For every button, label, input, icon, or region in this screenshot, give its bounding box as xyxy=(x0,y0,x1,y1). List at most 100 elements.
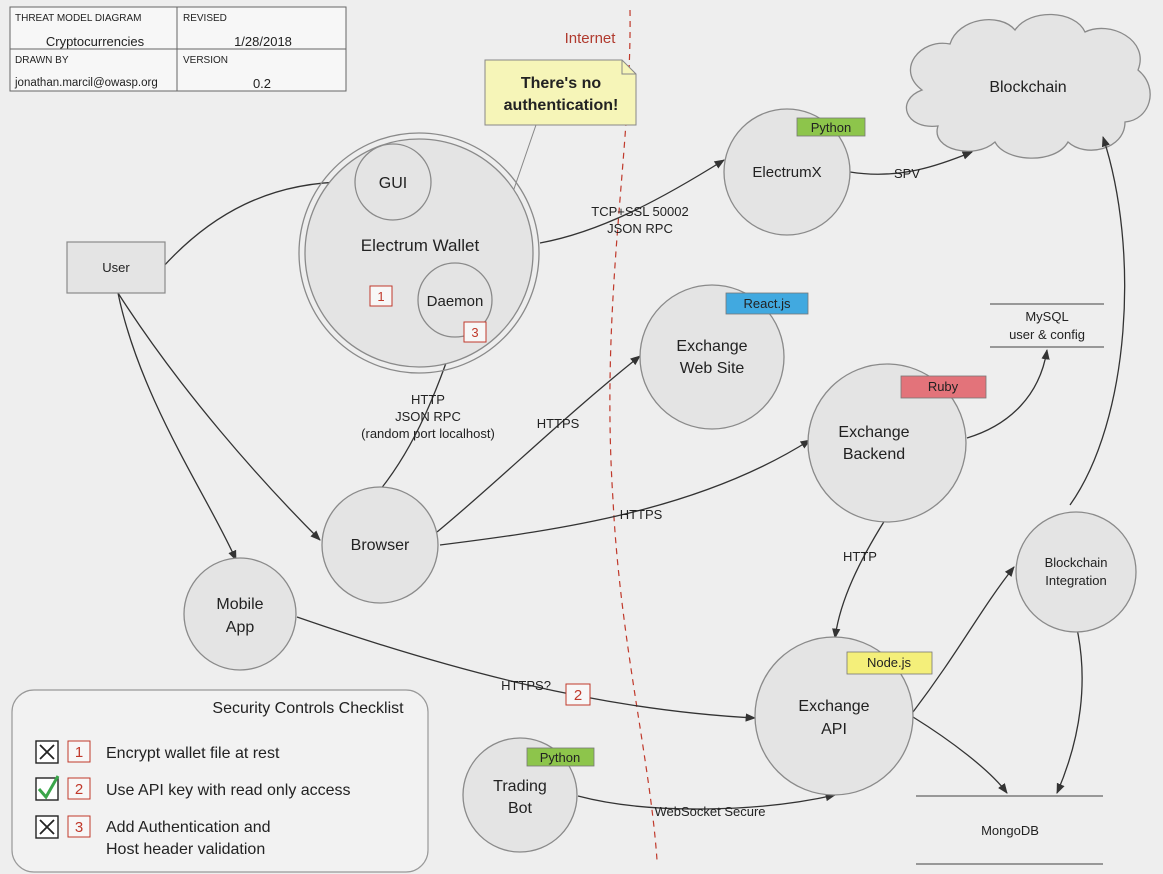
flow-browser-website xyxy=(436,355,641,533)
mongodb-label: MongoDB xyxy=(981,823,1039,838)
trading-bot-tag-label: Python xyxy=(540,750,580,765)
https-backend-label: HTTPS xyxy=(620,507,663,522)
mobile-app-node: Mobile App xyxy=(183,557,297,671)
https-mobile-label: HTTPS? xyxy=(501,678,551,693)
mysql-label-1: MySQL xyxy=(1025,309,1068,324)
trading-bot-label-1: Trading xyxy=(493,778,547,795)
blockchain-label: Blockchain xyxy=(989,79,1066,96)
electrumx-tag-label: Python xyxy=(811,120,851,135)
backend-tag-label: Ruby xyxy=(928,379,959,394)
trading-bot-node: Trading Bot xyxy=(462,737,578,853)
x-icon xyxy=(39,744,55,760)
x-icon xyxy=(39,819,55,835)
api-label-2: API xyxy=(821,721,847,738)
backend-tag xyxy=(900,375,987,399)
flow-integration-mongodb xyxy=(1056,619,1083,794)
gui-label: GUI xyxy=(379,175,407,192)
backend-label-1: Exchange xyxy=(838,424,909,441)
flow-api-integration xyxy=(912,566,1015,713)
daemon-node: Daemon xyxy=(417,262,493,338)
website-tag xyxy=(725,292,809,315)
websocket-label: WebSocket Secure xyxy=(654,804,765,819)
flow-user-mobile xyxy=(117,292,237,561)
tcp-label-2: JSON RPC xyxy=(607,221,673,236)
title-block-drawn-value: jonathan.marcil@owasp.org xyxy=(14,77,158,89)
mongodb-datastore: MongoDB xyxy=(916,795,1103,865)
daemon-label: Daemon xyxy=(427,293,484,310)
title-block: THREAT MODEL DIAGRAM Cryptocurrencies RE… xyxy=(9,6,347,92)
api-tag-label: Node.js xyxy=(867,655,912,670)
mysql-label-2: user & config xyxy=(1009,327,1085,342)
title-block-version-value: 0.2 xyxy=(253,76,271,91)
https-website-label: HTTPS xyxy=(537,416,580,431)
svg-text:3: 3 xyxy=(75,819,83,836)
api-tag xyxy=(846,651,933,675)
flow-browser-backend xyxy=(439,439,811,546)
note-line-1: There's no xyxy=(521,75,601,92)
tcp-label-1: TCP+SSL 50002 xyxy=(591,204,688,219)
title-block-diagram-value: Cryptocurrencies xyxy=(46,34,145,49)
flow-bot-api xyxy=(577,793,837,810)
electrum-wallet-label: Electrum Wallet xyxy=(361,236,480,255)
blockchain-cloud: Blockchain xyxy=(905,13,1151,159)
browser-label: Browser xyxy=(351,537,410,554)
electrumx-node: ElectrumX xyxy=(723,108,851,236)
exchange-website-node: Exchange Web Site xyxy=(639,284,785,430)
electrumx-tag xyxy=(796,117,866,137)
marker-1: 1 xyxy=(377,289,384,304)
browser-node: Browser xyxy=(321,486,439,604)
title-block-diagram-label: THREAT MODEL DIAGRAM xyxy=(15,13,142,24)
flow-mobile-api xyxy=(296,616,757,722)
title-block-version-label: VERSION xyxy=(183,55,228,66)
check-icon xyxy=(37,775,60,800)
marker-2: 2 xyxy=(574,687,582,704)
checklist-item-2: 2 Use API key with read only access xyxy=(35,775,351,801)
svg-text:1: 1 xyxy=(75,744,83,761)
mobile-app-label-1: Mobile xyxy=(216,596,263,613)
flow-electrumx-blockchain xyxy=(849,151,973,175)
data-flows xyxy=(117,89,1126,810)
user-label: User xyxy=(102,260,130,275)
flow-backend-mysql xyxy=(966,348,1050,439)
electrumx-label: ElectrumX xyxy=(752,164,821,181)
svg-text:Host header validation: Host header validation xyxy=(106,841,265,858)
note-line-2: authentication! xyxy=(504,97,619,114)
flow-labels: TCP+SSL 50002 JSON RPC SPV HTTP JSON RPC… xyxy=(361,166,920,819)
note-callout: There's no authentication! xyxy=(484,59,637,126)
threat-markers: 1 3 2 xyxy=(369,285,591,706)
trading-bot-label-2: Bot xyxy=(508,800,533,817)
http-daemon-label-1: HTTP xyxy=(411,392,445,407)
flow-integration-blockchain xyxy=(1069,136,1126,506)
flow-user-gui xyxy=(161,177,357,269)
website-tag-label: React.js xyxy=(744,296,791,311)
title-block-drawn-label: DRAWN BY xyxy=(15,55,69,66)
mysql-datastore: MySQL user & config xyxy=(990,303,1104,348)
flow-wallet-electrumx xyxy=(539,159,725,244)
http-daemon-label-3: (random port localhost) xyxy=(361,426,495,441)
tech-tags: Python React.js Ruby Node.js Python xyxy=(526,117,987,767)
flow-user-browser xyxy=(117,292,321,541)
mobile-app-label-2: App xyxy=(226,619,255,636)
marker-3: 3 xyxy=(471,325,478,340)
backend-label-2: Backend xyxy=(843,446,905,463)
exchange-api-node: Exchange API xyxy=(754,636,914,796)
user-node: User xyxy=(66,241,166,294)
spv-label: SPV xyxy=(894,166,920,181)
internet-trust-boundary xyxy=(609,9,658,861)
integration-label-1: Blockchain xyxy=(1045,555,1108,570)
trading-bot-tag xyxy=(526,747,595,767)
svg-text:2: 2 xyxy=(75,781,83,798)
title-block-revised-label: REVISED xyxy=(183,13,227,24)
api-label-1: Exchange xyxy=(798,698,869,715)
svg-text:Use API key with read only acc: Use API key with read only access xyxy=(106,782,351,799)
checklist-item-3: 3 Add Authentication and Host header val… xyxy=(35,815,271,858)
internet-boundary-label: Internet xyxy=(565,30,617,47)
checklist-title: Security Controls Checklist xyxy=(212,700,404,717)
svg-text:Encrypt wallet file at rest: Encrypt wallet file at rest xyxy=(106,745,280,762)
gui-node: GUI xyxy=(354,143,432,221)
http-backend-api-label: HTTP xyxy=(843,549,877,564)
flow-backend-api xyxy=(832,519,886,640)
security-checklist: Security Controls Checklist 1 Encrypt wa… xyxy=(11,689,429,873)
checklist-item-1: 1 Encrypt wallet file at rest xyxy=(35,740,280,764)
